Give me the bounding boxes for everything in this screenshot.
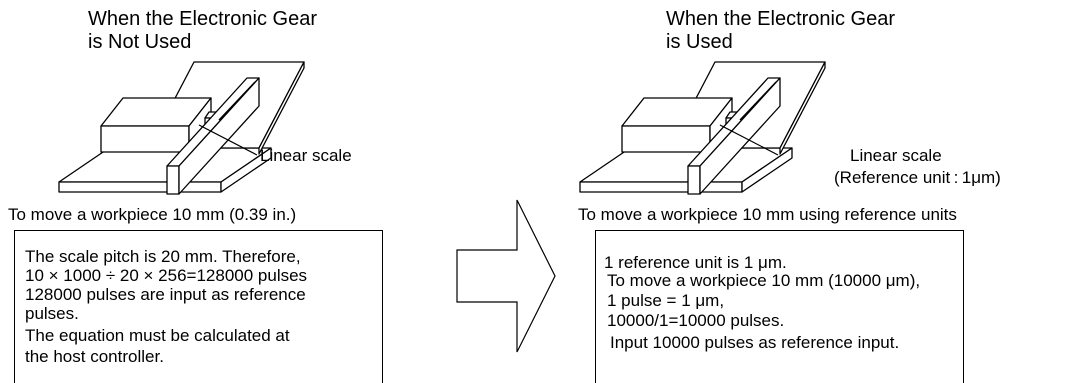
left-explanation-box: The scale pitch is 20 mm. Therefore, 10 … — [14, 230, 383, 383]
right-caption: To move a workpiece 10 mm using referenc… — [578, 205, 957, 224]
right-box-line: Input 10000 pulses as reference input. — [610, 333, 900, 352]
right-title-line1: When the Electronic Gear — [666, 8, 895, 30]
left-scale-label: Linear scale — [260, 146, 352, 165]
left-title-line1: When the Electronic Gear — [88, 8, 317, 30]
right-box-line: To move a workpiece 10 mm (10000 μm), — [607, 271, 921, 290]
right-stage-illustration — [579, 61, 826, 195]
right-box-line: 10000/1=10000 pulses. — [607, 311, 785, 330]
left-stage-illustration — [58, 61, 305, 195]
left-box-line: pulses. — [25, 304, 79, 323]
left-box-line: 128000 pulses are input as reference — [25, 285, 306, 304]
left-title-line2: is Not Used — [88, 31, 192, 53]
right-explanation-box: 1 reference unit is 1 μm. To move a work… — [595, 230, 964, 383]
left-scale-leader — [198, 124, 258, 156]
right-scale-sublabel: (Reference unit : 1μm) — [834, 168, 1001, 187]
left-box-line: The scale pitch is 20 mm. Therefore, — [25, 247, 301, 266]
transition-arrow — [456, 199, 556, 353]
right-box-line: 1 reference unit is 1 μm. — [604, 253, 787, 272]
right-box-line: 1 pulse = 1 μm, — [607, 291, 725, 310]
left-box-line: the host controller. — [25, 347, 164, 366]
left-caption: To move a workpiece 10 mm (0.39 in.) — [8, 205, 297, 224]
right-title-line2: is Used — [666, 31, 733, 53]
left-box-line: 10 × 1000 ÷ 20 × 256=128000 pulses — [25, 266, 308, 285]
right-scale-leader — [719, 124, 779, 156]
right-scale-label: Linear scale — [850, 146, 942, 165]
left-box-line: The equation must be calculated at — [25, 326, 290, 345]
